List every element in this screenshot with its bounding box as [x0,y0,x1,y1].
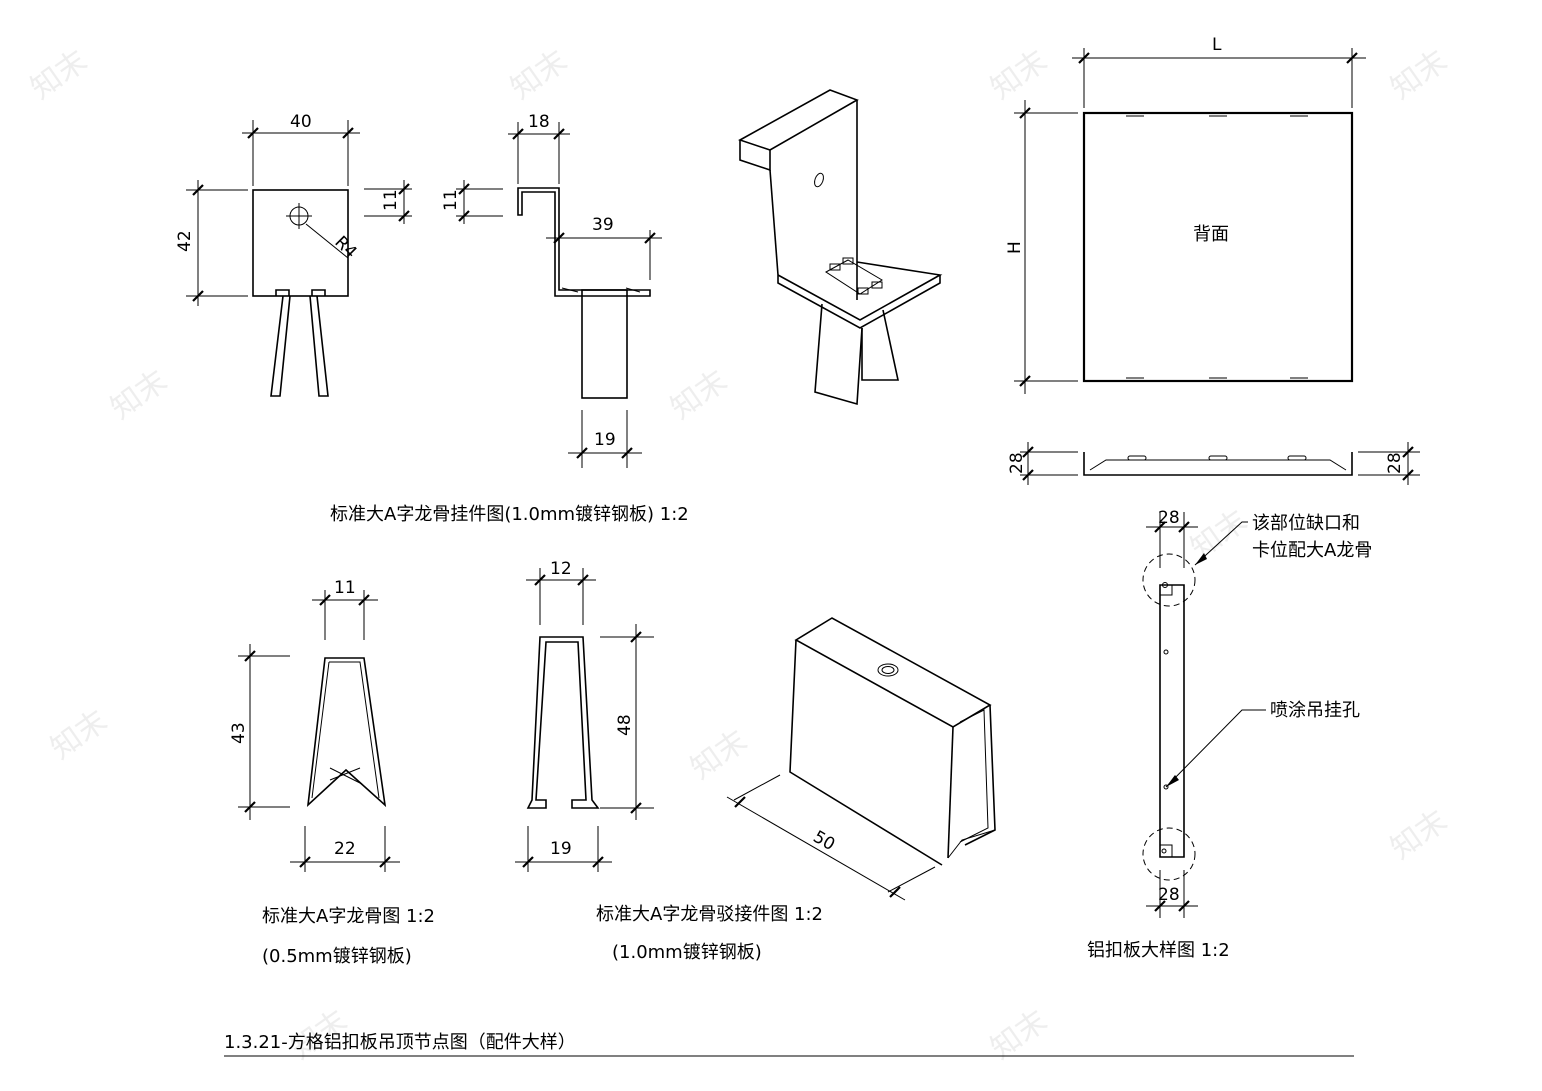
dim-39: 39 [592,215,614,235]
watermark: 知末 [685,723,754,786]
watermark: 知末 [25,43,94,106]
splice-isometric: 50 [726,617,996,901]
a-keel-view: 11 43 22 [229,578,400,872]
watermark: 知末 [985,1003,1054,1066]
dim-22: 22 [334,839,356,859]
dim-28b: 28 [1385,452,1405,474]
splice-front-view: 12 48 19 [515,559,654,872]
note-notch-2: 卡位配大A龙骨 [1252,540,1372,561]
dim-42: 42 [175,230,195,252]
caption-splice-2: (1.0mm镀锌钢板) [612,942,762,963]
dim-18: 18 [528,112,550,132]
note-hang-hole: 喷涂吊挂孔 [1270,700,1360,721]
dim-50: 50 [810,827,839,855]
dim-28a: 28 [1007,452,1027,474]
watermark: 知末 [45,703,114,766]
dim-19b: 19 [550,839,572,859]
dim-28-top: 28 [1158,508,1180,528]
caption-splice-1: 标准大A字龙骨驳接件图 1:2 [596,904,823,925]
dim-19a: 19 [594,430,616,450]
dim-L: L [1212,35,1222,55]
dim-11-keel: 11 [334,578,356,598]
plate-back-view: 背面 L H [1005,35,1366,394]
dim-48: 48 [615,714,635,736]
caption-hanger: 标准大A字龙骨挂件图(1.0mm镀锌钢板) 1:2 [330,504,689,525]
hanger-isometric [738,89,943,406]
watermark: 知末 [105,363,174,426]
watermark: 知末 [665,363,734,426]
dim-11a: 11 [381,189,401,211]
dim-28-bottom: 28 [1158,885,1180,905]
drawing-title: 1.3.21-方格铝扣板吊顶节点图（配件大样） [224,1032,576,1053]
watermark: 知末 [505,43,574,106]
dim-r4: R4 [330,232,360,262]
caption-keel-2: (0.5mm镀锌钢板) [262,946,412,967]
dim-12: 12 [550,559,572,579]
caption-keel-1: 标准大A字龙骨图 1:2 [262,906,435,927]
caption-plate: 铝扣板大样图 1:2 [1087,940,1230,961]
hanger-side-view: 11 18 39 19 [441,112,662,468]
dim-H: H [1005,241,1025,254]
watermark: 知末 [1385,43,1454,106]
dim-11b: 11 [441,189,461,211]
watermark: 知末 [985,43,1054,106]
plate-detail-view: 28 28 该部位缺口和 卡位配大A龙骨 喷涂吊挂孔 [1142,508,1372,918]
watermark: 知末 [1185,503,1254,566]
back-label: 背面 [1193,224,1229,245]
hanger-front-view: 40 42 R4 11 [175,112,412,397]
note-notch-1: 该部位缺口和 [1252,513,1360,534]
dim-43: 43 [229,722,249,744]
dim-40: 40 [290,112,312,132]
watermark: 知末 [1385,803,1454,866]
plate-section: 28 28 [1007,442,1420,485]
